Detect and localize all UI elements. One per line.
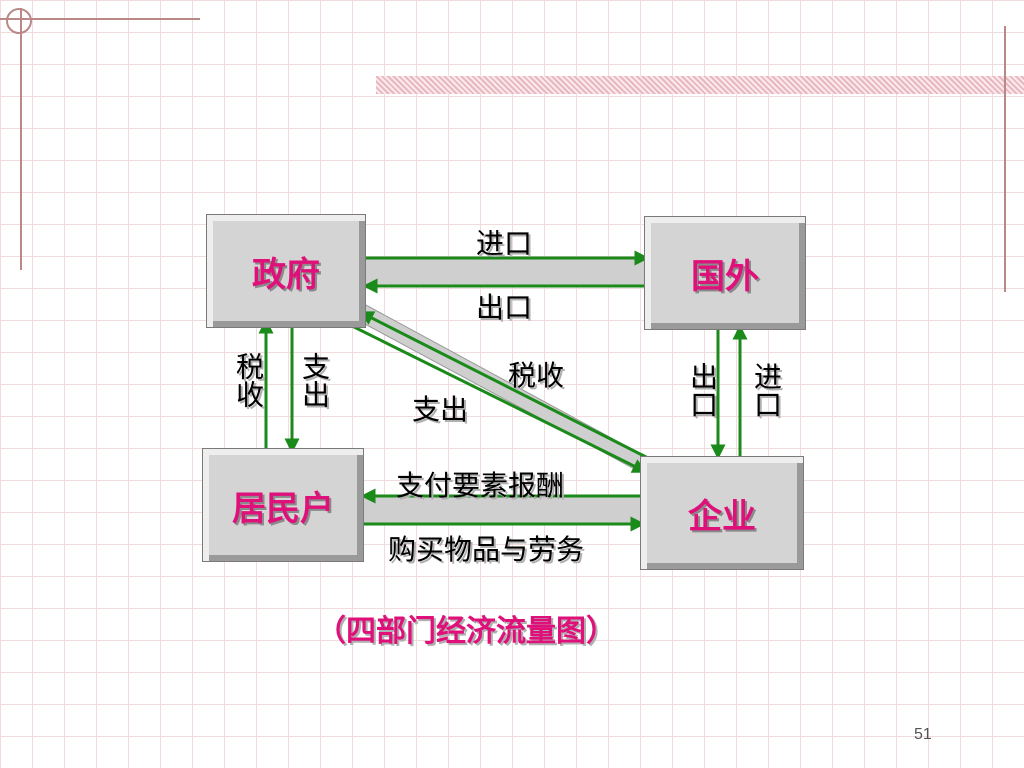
label-import-top: 进口 <box>476 227 533 260</box>
node-households: 居民户 <box>202 448 364 562</box>
node-firms: 企业 <box>640 456 804 570</box>
top-left-rule <box>0 18 200 20</box>
label-export-right: 出口 <box>686 362 719 418</box>
node-firms-label: 企业 <box>688 496 756 537</box>
node-foreign: 国外 <box>644 216 806 330</box>
node-foreign-label: 国外 <box>691 256 759 297</box>
header-stripe <box>376 76 1024 94</box>
label-import-right: 进口 <box>750 362 783 418</box>
label-spend-diag: 支出 <box>412 393 469 426</box>
left-rule <box>20 8 22 270</box>
label-tax-diag: 税收 <box>508 359 565 392</box>
arrow-tax-diag <box>358 310 653 462</box>
page-number: 51 <box>914 726 932 743</box>
label-export-top: 出口 <box>476 291 533 324</box>
diagram-caption: （四部门经济流量图） <box>316 614 616 649</box>
label-purchase-goods: 购买物品与劳务 <box>388 533 585 566</box>
right-rule <box>1004 26 1006 292</box>
label-spend-left: 支出 <box>298 352 331 408</box>
label-factor-payment: 支付要素报酬 <box>396 469 565 502</box>
arrow-spend-diag <box>347 322 648 474</box>
node-households-label: 居民户 <box>232 488 334 529</box>
corner-circle-ornament <box>6 8 32 34</box>
band-gov-foreign <box>363 257 647 287</box>
node-government-label: 政府 <box>252 254 320 295</box>
label-tax-left: 税收 <box>232 352 265 408</box>
node-government: 政府 <box>206 214 366 328</box>
